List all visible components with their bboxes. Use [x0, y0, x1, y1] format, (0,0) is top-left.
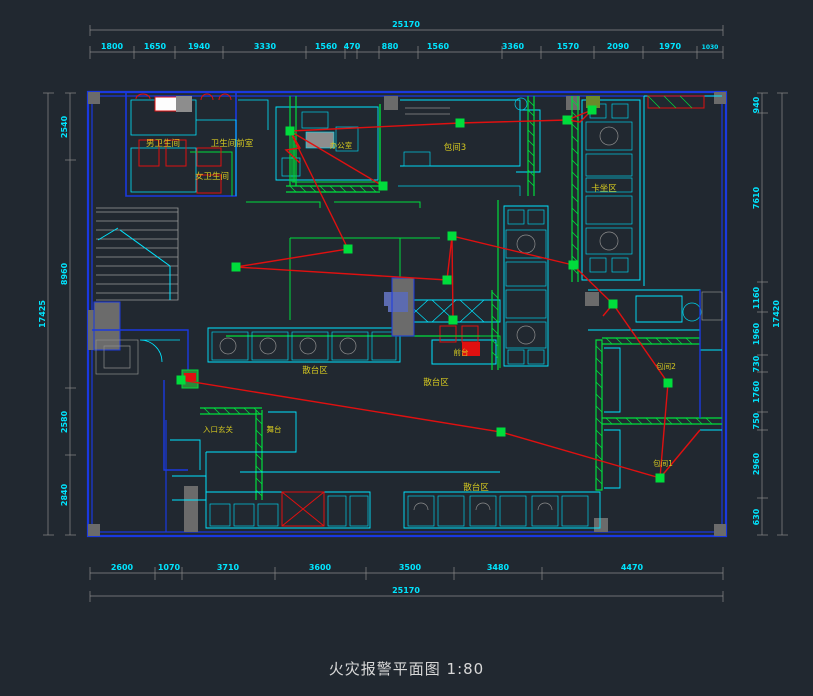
dim-top-4: 3330	[254, 42, 277, 51]
dim-left-1: 2540	[60, 115, 69, 138]
dim-top-2: 1650	[144, 42, 167, 51]
dim-right-9: 630	[752, 508, 761, 525]
stair-run	[92, 207, 207, 532]
room-label-mens-wc: 男卫生间	[146, 138, 180, 149]
dim-right-4: 1960	[752, 322, 761, 345]
dim-right-8: 2960	[752, 452, 761, 475]
room-label-stage: 舞台	[267, 424, 282, 434]
dim-bot-1: 2600	[111, 563, 134, 572]
dim-top-7: 880	[382, 42, 399, 51]
room-label-reception: 前台	[454, 347, 469, 357]
room-label-office: 办公室	[330, 140, 353, 150]
building-outer-walls	[86, 90, 728, 538]
dim-bot-5: 3500	[399, 563, 422, 572]
dim-right-6: 1760	[752, 380, 761, 403]
dim-top-5: 1560	[315, 42, 338, 51]
dim-top-6: 470	[344, 42, 361, 51]
dim-top-12: 1970	[659, 42, 682, 51]
room-label-private-2: 包间2	[656, 361, 676, 371]
dim-bot-7: 4470	[621, 563, 644, 572]
fire-alarm-wiring[interactable]	[176, 105, 701, 483]
drawing-title: 火灾报警平面图 1:80	[328, 660, 485, 678]
dim-right-1: 940	[752, 96, 761, 113]
bar-counter-and-seating	[93, 200, 549, 370]
dim-left-4: 2840	[60, 483, 69, 506]
room-label-private-1: 包间1	[653, 458, 673, 468]
left-dimension-chain: 17425 2540 8960 2580 2840	[38, 92, 76, 536]
bottom-seating-row	[205, 471, 601, 529]
room-label-womens-wc: 女卫生间	[195, 171, 229, 182]
dim-bot-6: 3480	[487, 563, 510, 572]
dim-right-2: 7610	[752, 186, 761, 209]
room-label-seating-1: 散台区	[302, 365, 328, 376]
room-label-entry-foyer: 入口玄关	[203, 424, 233, 434]
top-dimension-chain: 25170 1800 1650 1940 3330 1560 470 88	[89, 20, 724, 59]
dim-top-11: 2090	[607, 42, 630, 51]
dim-top-13: 1030	[702, 44, 719, 51]
dim-right-3: 1160	[752, 286, 761, 309]
dim-top-3: 1940	[188, 42, 211, 51]
dim-bot-3: 3710	[217, 563, 240, 572]
dim-top-9: 3360	[502, 42, 525, 51]
bottom-dimension-chain: 2600 1070 3710 3600 3500 3480 4470 25170	[89, 563, 724, 602]
dim-left-3: 2580	[60, 410, 69, 433]
dim-bot-4: 3600	[309, 563, 332, 572]
room-label-seating-3: 散台区	[463, 482, 489, 493]
room-label-seating-2: 散台区	[423, 377, 449, 388]
dim-right-5: 730	[752, 355, 761, 372]
dim-left-2: 8960	[60, 262, 69, 285]
dim-top-1: 1800	[101, 42, 124, 51]
dim-top-8: 1560	[427, 42, 450, 51]
dim-right-7: 750	[752, 412, 761, 429]
dim-bottom-overall: 25170	[392, 586, 420, 595]
dim-bot-2: 1070	[158, 563, 181, 572]
room-labels: 男卫生间 卫生间前室 女卫生间 办公室 包间3 卡坐区 前台 散台区 散台区 散…	[146, 138, 676, 493]
dim-left-overall: 17425	[38, 300, 47, 328]
right-dimension-chain: 17420 940 7610 1160 1960 730 1760 750 29…	[752, 92, 788, 536]
dim-right-overall: 17420	[772, 300, 781, 328]
duct-shaft-hatching	[286, 96, 535, 196]
dim-top-overall: 25170	[392, 20, 420, 29]
alarm-device-nodes[interactable]	[176, 105, 673, 483]
room-label-wc-lobby: 卫生间前室	[211, 138, 254, 149]
room-label-booth-area: 卡坐区	[591, 183, 617, 194]
room-label-private-3: 包间3	[444, 142, 466, 153]
dim-top-10: 1570	[557, 42, 580, 51]
